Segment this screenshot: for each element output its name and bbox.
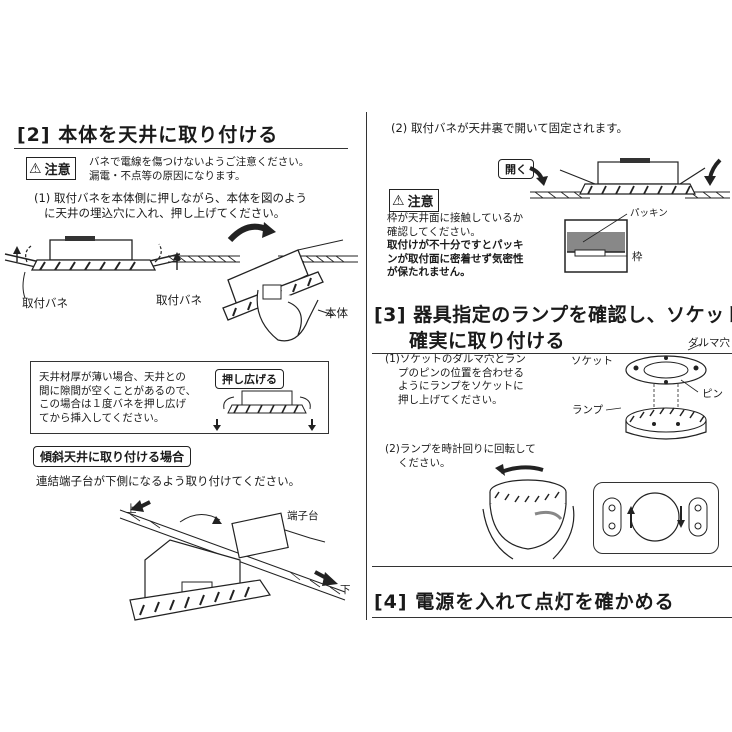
label-up: 上 xyxy=(126,503,137,515)
warning-triangle-icon: ⚠ xyxy=(392,192,405,209)
step-3-1-line-4: 押し上げてください。 xyxy=(398,393,503,406)
step-1-line-1: (1) 取付バネを本体側に押しながら、本体を図のよう xyxy=(34,191,307,205)
section-4-heading: [4] 電源を入れて点灯を確かめる xyxy=(374,591,675,613)
step-3-1-line-1: (1)ソケットのダルマ穴とラン xyxy=(385,353,526,365)
section-2-underline xyxy=(14,148,348,149)
label-down: 下 xyxy=(340,584,351,596)
label-socket: ソケット xyxy=(571,355,613,367)
sloped-ceiling-label: 傾斜天井に取り付ける場合 xyxy=(33,446,192,467)
caution-right-line-1: 枠が天井面に接触しているか xyxy=(387,212,524,224)
warning-triangle-icon: ⚠ xyxy=(29,160,42,177)
caution-line-2: 漏電・不点等の原因になります。 xyxy=(89,170,246,182)
socket-top-view-box xyxy=(593,482,719,554)
step-3-2-line-1: (2)ランプを時計回りに回転して xyxy=(385,443,536,455)
caution-text-right: 枠が天井面に接触しているか 確認してください。 取付けが不十分ですとパッキ ンが… xyxy=(387,212,524,280)
caution-right-line-2: 確認してください。 xyxy=(387,225,481,238)
insert-by-hand-illustration xyxy=(167,222,358,342)
note-line-4: てから挿入してください。 xyxy=(39,411,165,424)
step-2-text: (2) 取付バネが天井裏で開いて固定されます。 xyxy=(391,121,628,135)
push-open-illustration xyxy=(213,390,316,431)
thin-ceiling-note-box xyxy=(30,361,329,434)
step-3-2-line-2: ください。 xyxy=(398,456,451,469)
open-label: 開く xyxy=(498,159,534,179)
step-3-1-instructions: (1)ソケットのダルマ穴とラン プのピンの位置を合わせる ようにランプをソケット… xyxy=(385,353,526,407)
section-4-underline xyxy=(372,617,732,618)
caution-line-1: バネで電線を傷つけないようご注意ください。 xyxy=(89,156,310,168)
caution-label: 注意 xyxy=(407,195,434,210)
label-pin: ピン xyxy=(702,388,723,400)
note-line-1: 天井材厚が薄い場合、天井との xyxy=(39,371,186,383)
note-line-3: この場合は１度バネを押し広げ xyxy=(39,398,186,410)
sloped-ceiling-illustration xyxy=(119,500,346,621)
note-line-2: 間に隙間が空くことがあるので、 xyxy=(39,384,197,397)
label-body: 本体 xyxy=(325,306,348,320)
socket-lamp-illustration xyxy=(605,343,707,440)
label-daruma: ダルマ穴 xyxy=(688,337,730,349)
springs-open-illustration xyxy=(529,158,730,199)
label-frame: 枠 xyxy=(632,251,643,263)
rotate-lamp-illustration xyxy=(482,464,575,560)
label-lamp: ランプ xyxy=(572,404,604,416)
section-3-heading-line1: [3] 器具指定のランプを確認し、ソケットに xyxy=(374,304,732,326)
section-2-heading: [2] 本体を天井に取り付ける xyxy=(17,124,279,146)
fixture-side-illustration xyxy=(4,236,181,299)
thin-ceiling-note-text: 天井材厚が薄い場合、天井との 間に隙間が空くことがあるので、 この場合は１度バネ… xyxy=(39,371,196,425)
column-divider xyxy=(366,112,367,620)
caution-right-bold-1: 取付けが不十分ですとパッキ xyxy=(387,239,524,251)
caution-badge-right: ⚠ 注意 xyxy=(389,189,439,212)
caution-right-bold-2: ンが取付面に密着せず気密性 xyxy=(387,252,524,265)
caution-right-bold-3: が保たれません。 xyxy=(387,266,471,278)
step-3-2-instructions: (2)ランプを時計回りに回転して ください。 xyxy=(385,443,536,470)
packing-detail-illustration xyxy=(564,213,628,273)
section-4-top-rule xyxy=(372,566,732,567)
label-spring-right: 取付バネ xyxy=(156,293,202,307)
push-open-label: 押し広げる xyxy=(215,369,284,389)
label-packing: パッキン xyxy=(630,208,668,219)
step-1-instructions: (1) 取付バネを本体側に押しながら、本体を図のよう に天井の埋込穴に入れ、押し… xyxy=(34,191,307,221)
caution-text-left: バネで電線を傷つけないようご注意ください。 漏電・不点等の原因になります。 xyxy=(89,155,309,183)
caution-label: 注意 xyxy=(44,163,71,178)
step-1-line-2: に天井の埋込穴に入れ、押し上げてください。 xyxy=(44,206,286,220)
label-terminal: 端子台 xyxy=(287,510,319,522)
label-spring-left: 取付バネ xyxy=(22,296,68,310)
sloped-ceiling-text: 連結端子台が下側になるよう取り付けてください。 xyxy=(36,474,301,488)
socket-top-view-illustration xyxy=(602,492,708,542)
step-3-1-line-3: ようにランプをソケットに xyxy=(398,380,524,392)
section-3-underline xyxy=(372,353,732,354)
section-3-heading-line2: 確実に取り付ける xyxy=(409,330,566,352)
step-3-1-line-2: プのピンの位置を合わせる xyxy=(398,366,524,379)
caution-badge-left: ⚠ 注意 xyxy=(26,157,76,180)
